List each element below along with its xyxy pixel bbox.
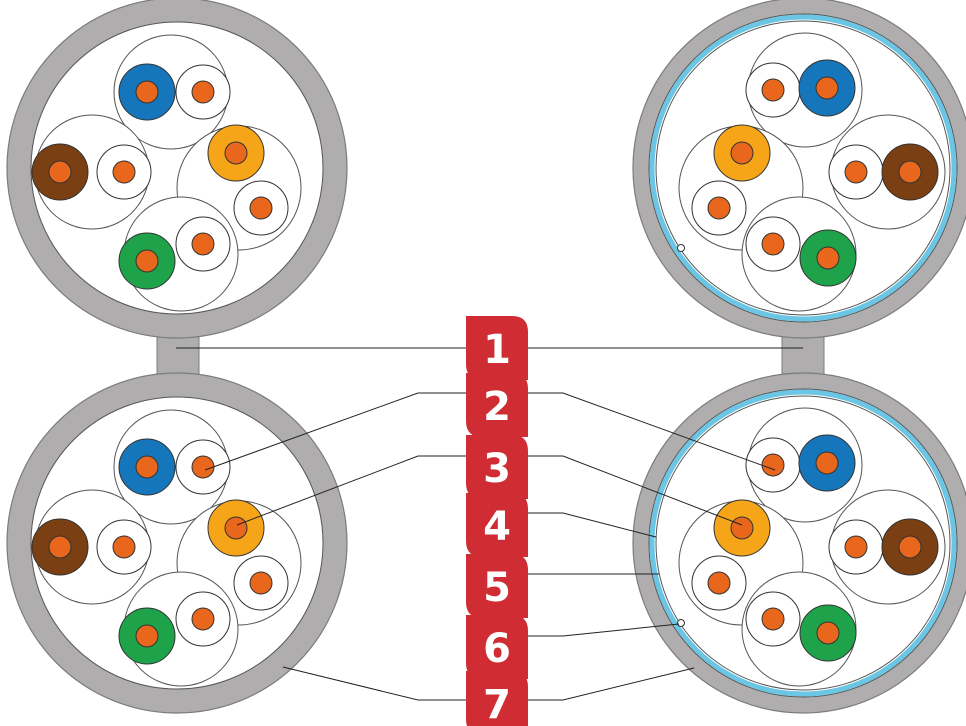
- conductor: [48, 535, 72, 559]
- leader-line: [204, 392, 466, 471]
- label-number: 1: [483, 327, 511, 373]
- leader-line: [528, 392, 776, 471]
- label-badge: [466, 554, 528, 618]
- label-badge: [466, 671, 528, 726]
- conductor: [816, 246, 840, 270]
- conductor: [224, 141, 248, 165]
- cable-bottom-left: [6, 372, 348, 714]
- conductor: [816, 621, 840, 645]
- conductor: [761, 607, 785, 631]
- cable-top-left: [6, 0, 348, 339]
- label-badge: [466, 316, 528, 380]
- label-badge: [466, 435, 528, 499]
- conductor: [844, 160, 868, 184]
- conductor: [707, 196, 731, 220]
- cable-bottom-right: [632, 372, 966, 714]
- conductor: [815, 451, 839, 475]
- foil-shield: [649, 389, 957, 697]
- label-number: 4: [483, 504, 511, 550]
- callout-label-6: 6: [466, 615, 528, 679]
- conductor: [761, 78, 785, 102]
- leader-line: [528, 623, 680, 637]
- conductor: [135, 455, 159, 479]
- twisted-pair-blue: [113, 409, 231, 525]
- twisted-pair-brown: [31, 489, 152, 605]
- twisted-pair-blue: [113, 34, 231, 150]
- conductor: [135, 80, 159, 104]
- leader-line: [236, 455, 466, 526]
- conductor: [112, 160, 136, 184]
- conductor: [135, 624, 159, 648]
- twisted-pair-blue: [745, 32, 863, 148]
- twisted-pair-brown: [828, 114, 946, 230]
- twisted-pair-green: [741, 571, 857, 687]
- leader-line: [282, 666, 466, 701]
- conductor: [730, 516, 754, 540]
- conductor: [761, 453, 785, 477]
- conductor: [191, 80, 215, 104]
- callout-label-5: 5: [466, 554, 528, 618]
- callout-label-1: 1: [466, 316, 528, 380]
- conductor: [761, 232, 785, 256]
- conductor: [191, 232, 215, 256]
- label-badge: [466, 373, 528, 437]
- conductor: [191, 455, 215, 479]
- conductor: [224, 516, 248, 540]
- conductor: [112, 535, 136, 559]
- label-badge: [466, 493, 528, 557]
- label-number: 3: [483, 446, 511, 492]
- twisted-pair-green: [118, 196, 239, 312]
- drain-wire: [677, 619, 685, 627]
- conductor: [135, 249, 159, 273]
- conductor: [249, 196, 273, 220]
- label-number: 2: [483, 384, 511, 430]
- callout-label-4: 4: [466, 493, 528, 557]
- callout-labels: 1 2 3 4 5 6 7: [466, 316, 528, 726]
- leader-line: [528, 512, 657, 538]
- leader-line: [528, 667, 695, 701]
- conductor: [48, 160, 72, 184]
- conductor: [844, 535, 868, 559]
- label-badge: [466, 615, 528, 679]
- callout-label-7: 7: [466, 671, 528, 726]
- label-number: 6: [483, 626, 511, 672]
- twisted-pair-brown: [828, 489, 946, 605]
- cable-top-right: [632, 0, 966, 339]
- conductor: [898, 160, 922, 184]
- conductor: [191, 607, 215, 631]
- conductor: [249, 571, 273, 595]
- foil-shield: [649, 14, 957, 322]
- twisted-pair-green: [741, 196, 857, 312]
- conductor: [815, 76, 839, 100]
- twisted-pair-green: [118, 571, 239, 687]
- leader-line: [528, 455, 743, 526]
- leader-lines: [176, 347, 803, 701]
- callout-label-3: 3: [466, 435, 528, 499]
- conductor: [730, 141, 754, 165]
- drain-wire: [677, 244, 685, 252]
- callout-label-2: 2: [466, 373, 528, 437]
- label-number: 7: [483, 682, 511, 726]
- label-number: 5: [483, 565, 511, 611]
- cable-cross-sections: [6, 0, 966, 714]
- twisted-pair-blue: [745, 407, 863, 523]
- twisted-pair-brown: [31, 114, 152, 230]
- conductor: [898, 535, 922, 559]
- conductor: [707, 571, 731, 595]
